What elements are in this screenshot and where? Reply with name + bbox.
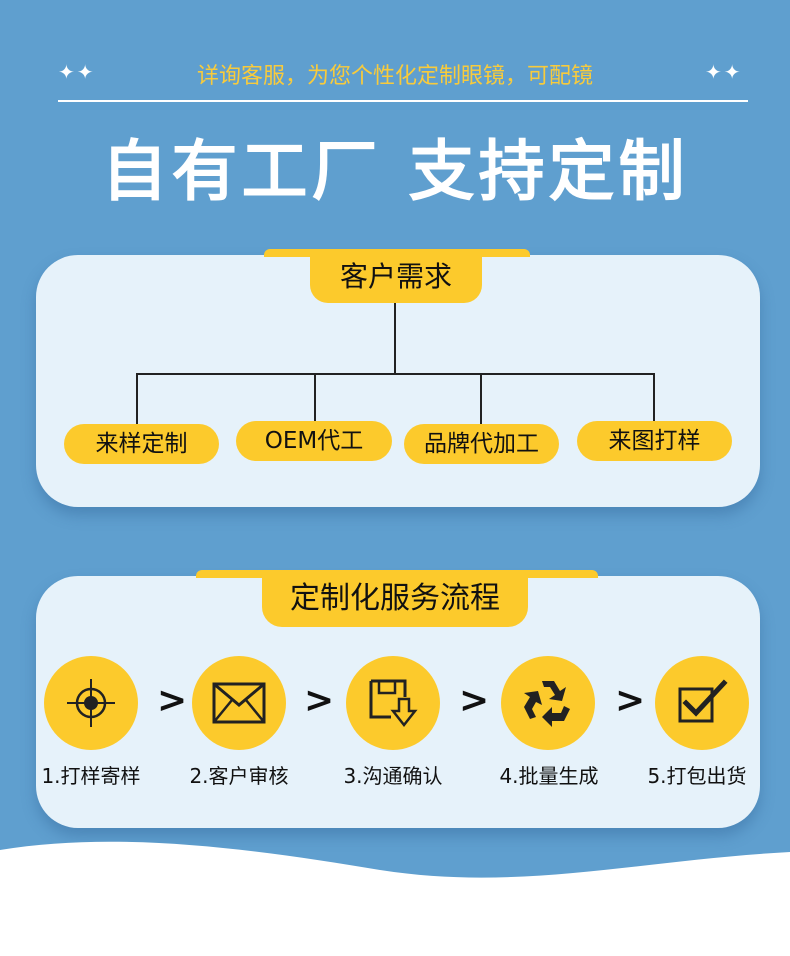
recycle-icon [524, 681, 570, 727]
step-1 [44, 656, 138, 750]
sparkle-icon: ✦✦ [705, 60, 743, 84]
checkbox-icon [678, 679, 728, 723]
tree-leg [314, 373, 316, 423]
arrow-icon: > [157, 680, 188, 721]
bottom-wave [0, 841, 790, 956]
need-item-sample-custom: 来样定制 [64, 424, 219, 464]
tree-leg [136, 373, 138, 425]
tree-branch [136, 373, 655, 375]
step-label: 2.客户审核 [189, 764, 289, 788]
step-5 [655, 656, 749, 750]
arrow-icon: > [459, 680, 490, 721]
tree-leg [653, 373, 655, 423]
need-item-brand: 品牌代加工 [404, 424, 559, 464]
step-label: 4.批量生成 [499, 764, 599, 788]
download-icon [369, 679, 418, 728]
step-label: 5.打包出货 [647, 764, 747, 788]
step-2 [192, 656, 286, 750]
step-label: 1.打样寄样 [41, 764, 141, 788]
need-item-oem: OEM代工 [236, 421, 392, 461]
process-title: 定制化服务流程 [262, 573, 528, 627]
step-label: 3.沟通确认 [343, 764, 443, 788]
step-4 [501, 656, 595, 750]
step-3 [346, 656, 440, 750]
tree-trunk [394, 303, 396, 375]
arrow-icon: > [615, 680, 646, 721]
sparkle-icon: ✦✦ [58, 60, 96, 84]
needs-title: 客户需求 [310, 253, 482, 303]
header-subtitle: 详询客服，为您个性化定制眼镜，可配镜 [196, 64, 593, 89]
tree-leg [480, 373, 482, 425]
page-title: 自有工厂 支持定制 [101, 133, 689, 210]
need-item-drawing: 来图打样 [577, 421, 732, 461]
envelope-icon [212, 682, 266, 724]
target-icon [67, 679, 115, 727]
arrow-icon: > [304, 680, 335, 721]
header-divider [58, 100, 748, 102]
